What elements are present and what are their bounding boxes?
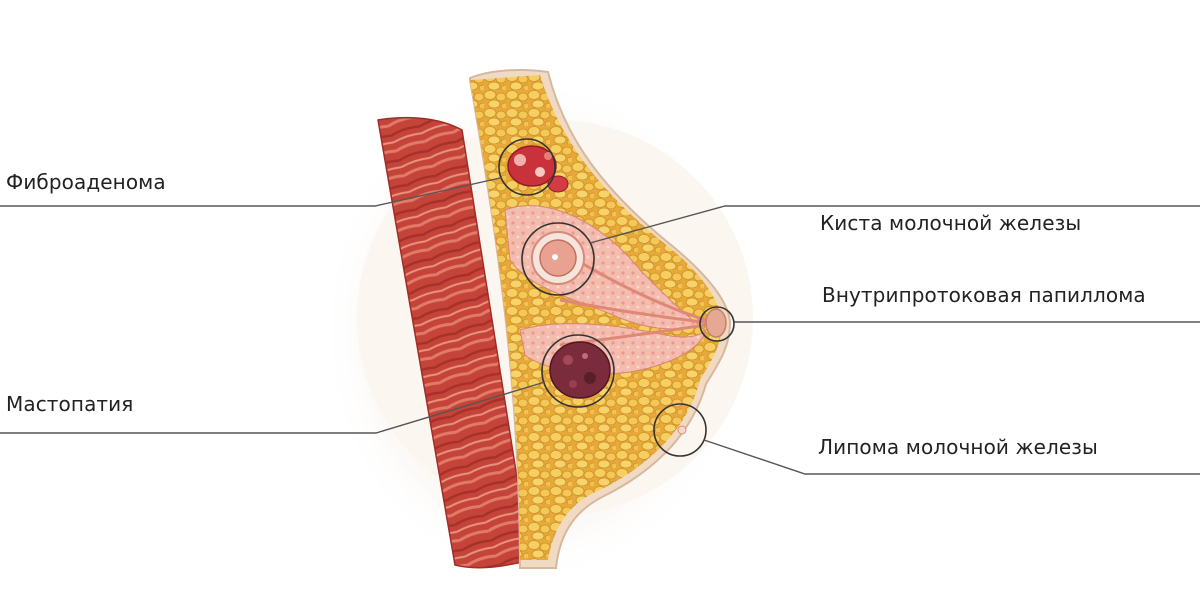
cyst-lesion: [531, 231, 585, 285]
cyst-leader-line: [589, 205, 1200, 244]
lipoma-marker-circle: [653, 403, 707, 457]
label-cyst: Киста молочной железы: [820, 211, 1082, 235]
papilloma-marker-circle: [699, 306, 735, 342]
lipoma-lesion: [677, 425, 687, 435]
mastopathy-leader-line: [0, 381, 546, 434]
label-lipoma: Липома молочной железы: [818, 435, 1098, 459]
mastopathy-lesion: [549, 341, 611, 399]
fibroadenoma-leader-line: [0, 177, 501, 207]
fat-tissue: [470, 75, 722, 560]
label-fibroadenoma: Фиброаденома: [6, 170, 166, 194]
label-papilloma: Внутрипротоковая папиллома: [822, 283, 1146, 307]
fibroadenoma-lesion: [507, 145, 569, 193]
mastopathy-marker-circle: [541, 334, 615, 408]
nipple: [705, 308, 727, 338]
label-mastopathy: Мастопатия: [6, 392, 134, 416]
pectoral-muscle: [377, 116, 531, 569]
cyst-marker-circle: [521, 222, 595, 296]
lipoma-leader-line: [703, 439, 1200, 475]
fibroadenoma-marker-circle: [498, 138, 556, 196]
